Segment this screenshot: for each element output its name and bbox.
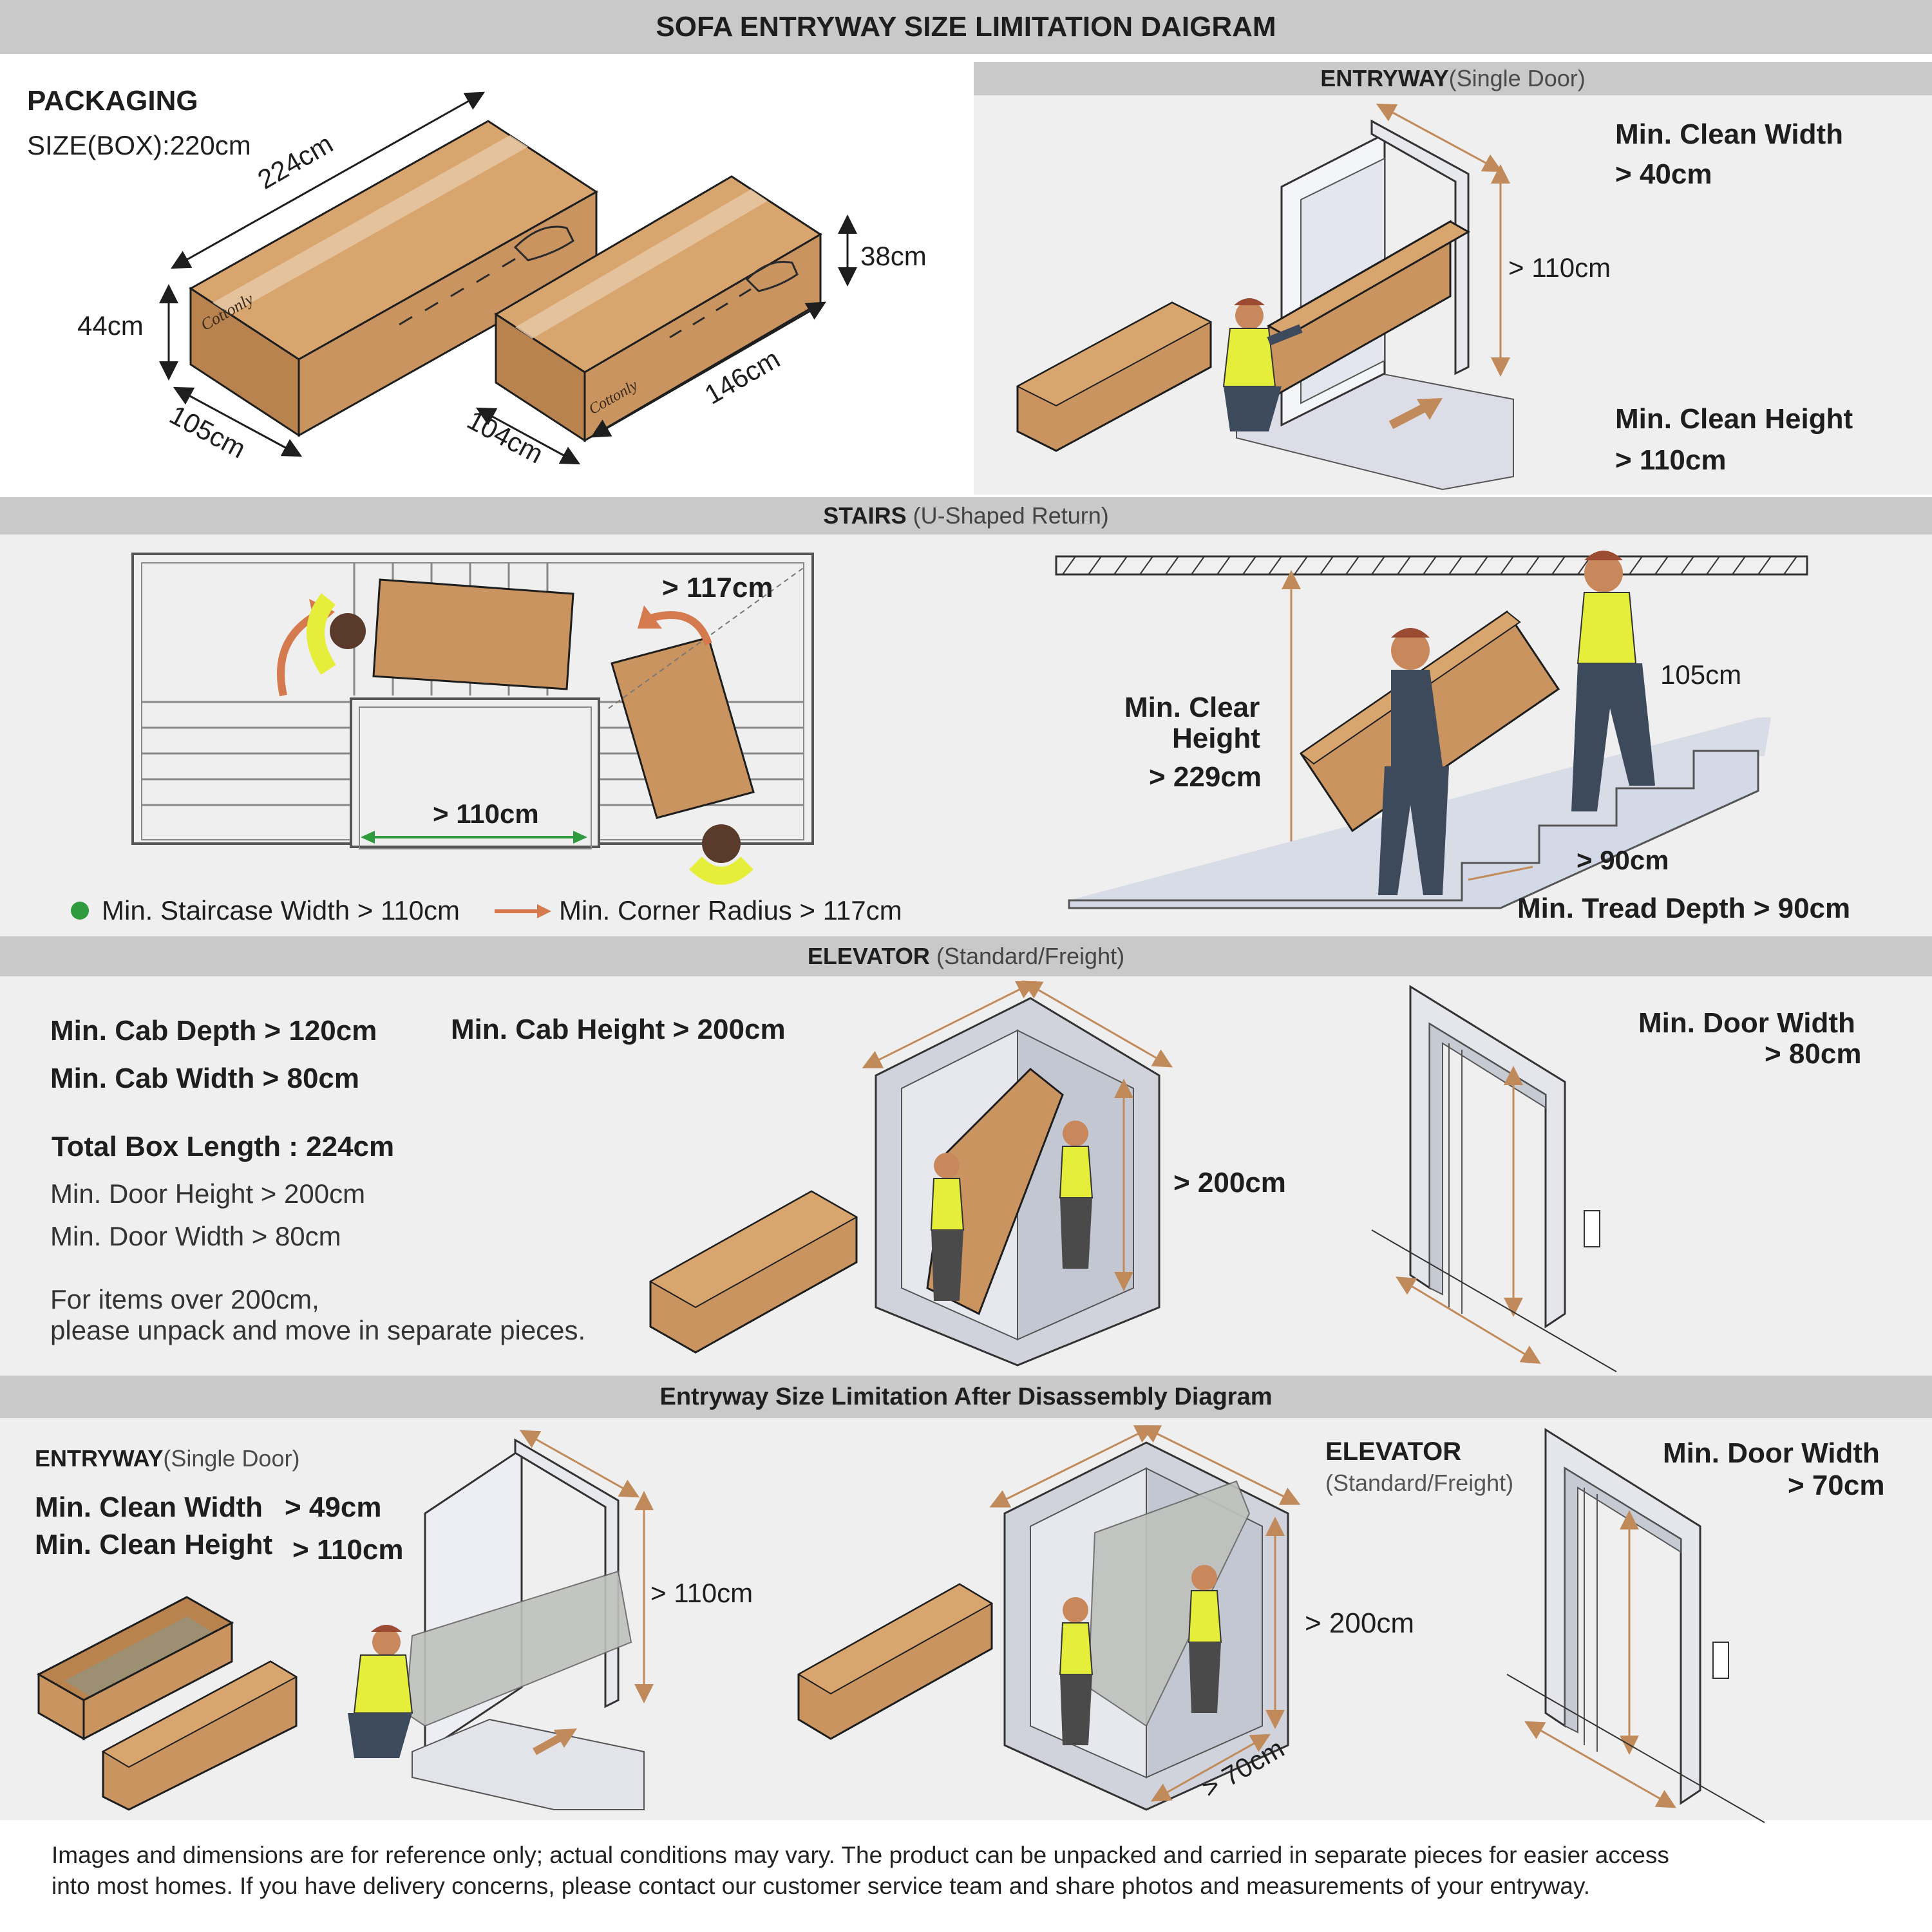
elevator-note-line1: For items over 200cm, [50,1284,319,1314]
disassembly-heading-band: Entryway Size Limitation After Disassemb… [0,1376,1932,1418]
stairs-heading-band: STAIRS (U-Shaped Return) [0,497,1932,535]
elevator-cab-height: Min. Cab Height > 200cm [451,1014,786,1045]
disassembly-heading: Entryway Size Limitation After Disassemb… [659,1383,1273,1410]
disassembly-elevator-height-dim: > 200cm [1305,1607,1414,1639]
disassembly-door-width-value: > 70cm [1788,1470,1885,1501]
stairs-heading: STAIRS [823,502,907,529]
elevator-height-dim: > 200cm [1173,1167,1286,1198]
stairs-corner-dim: > 117cm [662,572,773,603]
disassembly-door-illustration [1506,1428,1765,1823]
legend-green-dot [71,902,89,920]
disassembly-min-height-label: Min. Clean Height [35,1529,273,1560]
entryway-min-height-value: > 110cm [1615,444,1727,476]
stairs-side-illustration [1055,551,1808,909]
elevator-door-width-label: Min. Door Width [1638,1007,1855,1039]
elevator-heading: ELEVATOR [807,943,930,969]
disassembly-elevator-illustration [797,1425,1301,1811]
stairs-tread-label: Min. Tread Depth > 90cm [1517,893,1851,924]
stairs-subheading: (U-Shaped Return) [913,502,1109,529]
disassembly-elevator-heading: ELEVATOR [1325,1437,1462,1466]
stairs-legend-radius: Min. Corner Radius > 117cm [559,895,902,925]
stairs-worker-low [1378,628,1449,895]
title-bar: SOFA ENTRYWAY SIZE LIMITATION DAIGRAM [0,0,1932,54]
entryway-min-width-value: > 40cm [1615,158,1712,190]
elevator-subheading: (Standard/Freight) [936,943,1125,969]
stairs-box-height-dim: 105cm [1660,659,1742,690]
disassembly-entry-height-dim: > 110cm [650,1578,753,1608]
packaging-illustration: Cottonly Cottonly [159,91,857,465]
disassembly-entry-heading-row: ENTRYWAY(Single Door) [35,1445,299,1472]
box1-height-label: 44cm [77,310,144,341]
entryway-height-dim: > 110cm [1508,252,1611,283]
disassembly-entry-illustration [36,1430,654,1811]
elevator-door-height: Min. Door Height > 200cm [50,1179,366,1209]
stairs-worker-high [1571,551,1655,811]
stairs-clear-height-line1: Min. Clear [1124,692,1260,723]
disassembly-min-width-value: > 49cm [285,1492,382,1523]
elevator-illustration [649,980,1173,1367]
stairs-clear-height-value: > 229cm [1149,761,1262,793]
page-title: SOFA ENTRYWAY SIZE LIMITATION DAIGRAM [656,11,1276,43]
entryway-subheading: (Single Door) [1448,65,1586,91]
disassembly-elevator-subheading: (Standard/Freight) [1325,1470,1514,1496]
stairs-legend-width: Min. Staircase Width > 110cm [102,895,460,925]
elevator-cab-width: Min. Cab Width > 80cm [50,1063,360,1094]
elevator-heading-band: ELEVATOR (Standard/Freight) [0,936,1932,976]
stairs-plan-illustration [131,553,814,885]
packaging-heading: PACKAGING [27,85,198,117]
disassembly-entry-subheading: (Single Door) [163,1445,300,1472]
elevator-total-length: Total Box Length : 224cm [52,1131,395,1162]
entryway-min-width-label: Min. Clean Width [1615,118,1844,150]
entryway-heading: ENTRYWAY [1320,65,1449,91]
disassembly-entry-heading: ENTRYWAY [35,1445,164,1472]
elevator-door-width: Min. Door Width > 80cm [50,1221,341,1251]
stairs-width-dim: > 110cm [433,799,539,829]
elevator-note-line2: please unpack and move in separate piece… [50,1315,586,1345]
entryway-min-height-label: Min. Clean Height [1615,403,1853,435]
elevator-door-illustration [1371,985,1617,1372]
disassembly-door-width-label: Min. Door Width [1663,1437,1880,1469]
entryway-heading-band: ENTRYWAY(Single Door) [974,62,1932,95]
disassembly-min-height-value: > 110cm [292,1534,404,1566]
entry-worker [1222,298,1303,431]
box2-height-label: 38cm [860,241,927,271]
stairs-tread-dim: > 90cm [1577,845,1669,875]
legend-orange-arrow [495,904,551,918]
elevator-door-width-value: > 80cm [1765,1038,1862,1070]
disassembly-min-width-label: Min. Clean Width [35,1492,263,1523]
footer-line-1: Images and dimensions are for reference … [52,1842,1669,1868]
elevator-cab-depth: Min. Cab Depth > 120cm [50,1015,377,1046]
footer-line-2: into most homes. If you have delivery co… [52,1873,1591,1899]
stairs-clear-height-line2: Height [1172,723,1260,754]
entryway-illustration [1016,103,1514,491]
